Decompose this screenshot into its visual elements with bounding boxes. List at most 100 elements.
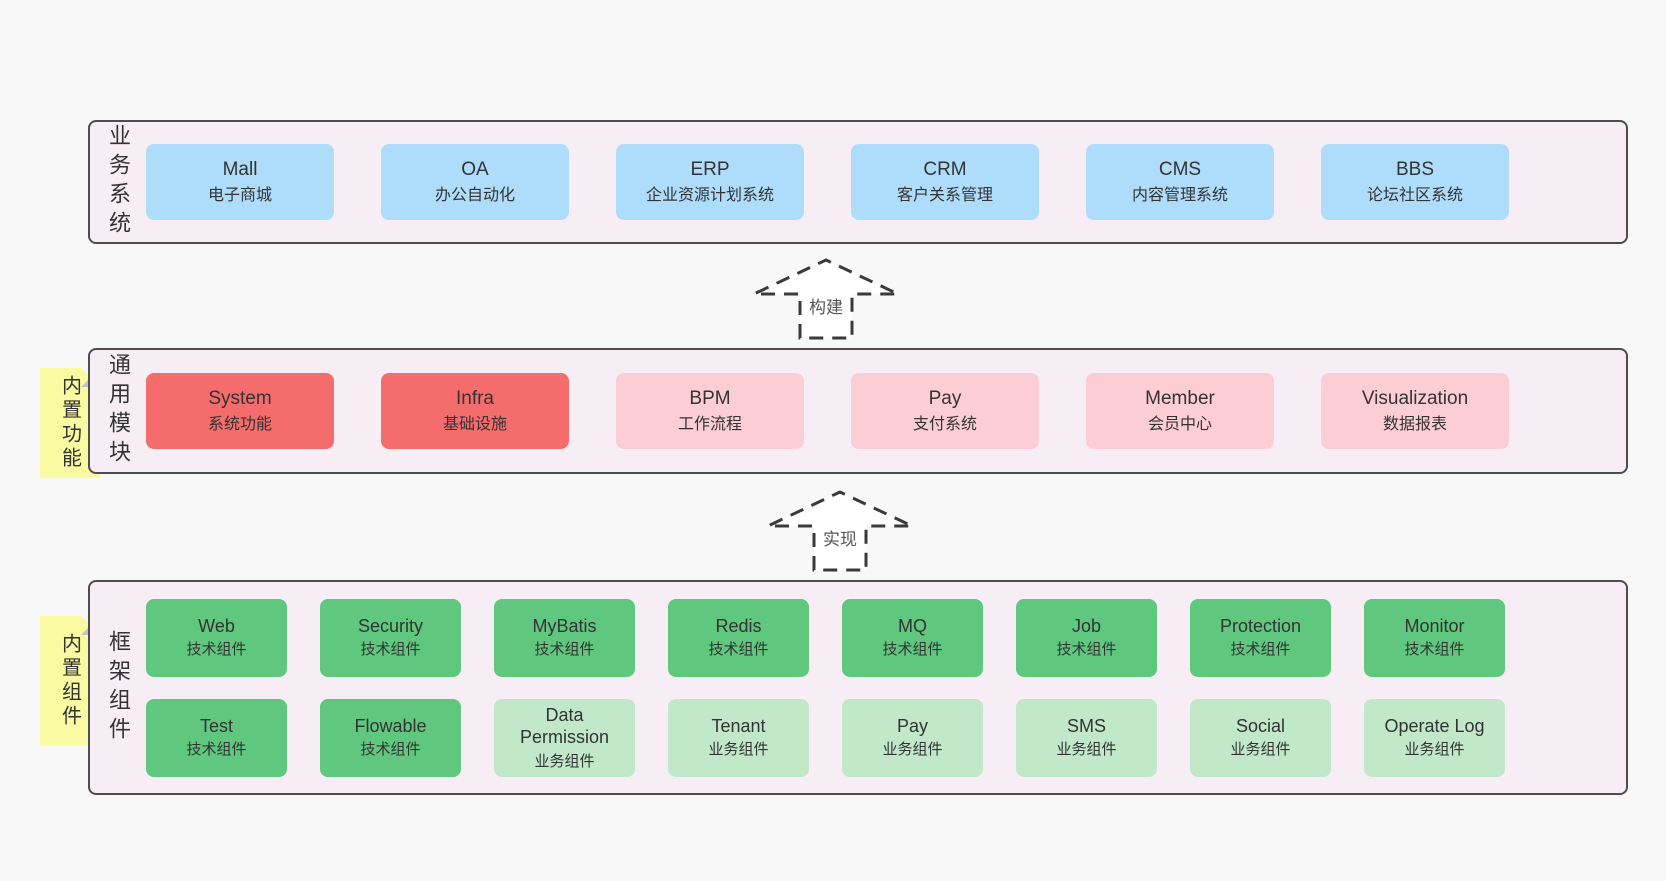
box-title: Protection bbox=[1219, 615, 1302, 636]
sticky-tab-label: 内置功能 bbox=[58, 375, 81, 471]
box-title: Visualization bbox=[1361, 387, 1469, 409]
box-title: Tenant bbox=[711, 715, 766, 736]
box-subtitle: 业务组件 bbox=[882, 741, 943, 759]
box-title: Pay bbox=[928, 387, 962, 409]
box-title: Web bbox=[198, 615, 235, 636]
box-subtitle: 业务组件 bbox=[534, 752, 595, 770]
box-redis: Redis 技术组件 bbox=[668, 598, 809, 677]
panel-business-systems: 业务系统 Mall 电子商城 OA 办公自动化 ERP 企业资源计划系统 CRM 客户关系管理… bbox=[88, 120, 1628, 244]
box-title: Redis bbox=[715, 615, 762, 636]
box-pay: Pay 业务组件 bbox=[842, 698, 983, 777]
box-subtitle: 技术组件 bbox=[708, 641, 769, 659]
box-infra: Infra 基础设施 bbox=[381, 373, 569, 449]
box-subtitle: 内容管理系统 bbox=[1131, 187, 1228, 205]
box-subtitle: 企业资源计划系统 bbox=[645, 187, 774, 205]
panel-title: 业务系统 bbox=[106, 124, 131, 240]
box-title: Operate Log bbox=[1384, 715, 1485, 736]
box-title: Test bbox=[199, 715, 233, 736]
box-title: BBS bbox=[1395, 158, 1435, 180]
box-subtitle: 技术组件 bbox=[534, 641, 595, 659]
box-title: Social bbox=[1235, 715, 1286, 736]
box-subtitle: 业务组件 bbox=[708, 741, 769, 759]
box-title: MQ bbox=[898, 615, 927, 636]
box-title: ERP bbox=[690, 158, 730, 180]
box-title: BPM bbox=[689, 387, 731, 409]
box-mq: MQ 技术组件 bbox=[842, 598, 983, 677]
box-subtitle: 系统功能 bbox=[207, 416, 272, 434]
arrow-label: 实现 bbox=[823, 530, 857, 549]
box-data-permission: Data Permission 业务组件 bbox=[494, 698, 635, 777]
box-subtitle: 数据报表 bbox=[1382, 416, 1447, 434]
box-member: Member 会员中心 bbox=[1086, 373, 1274, 449]
box-subtitle: 技术组件 bbox=[882, 641, 943, 659]
box-title: OA bbox=[461, 158, 489, 180]
box-subtitle: 论坛社区系统 bbox=[1366, 187, 1463, 205]
box-title: CMS bbox=[1158, 158, 1202, 180]
box-operate-log: Operate Log 业务组件 bbox=[1364, 698, 1505, 777]
box-protection: Protection 技术组件 bbox=[1190, 598, 1331, 677]
box-subtitle: 业务组件 bbox=[1230, 741, 1291, 759]
box-subtitle: 电子商城 bbox=[207, 187, 272, 205]
box-erp: ERP 企业资源计划系统 bbox=[616, 144, 804, 220]
box-subtitle: 技术组件 bbox=[186, 641, 247, 659]
box-title: Security bbox=[357, 615, 424, 636]
box-row: Mall 电子商城 OA 办公自动化 ERP 企业资源计划系统 CRM 客户关系管理 CMS 内容… bbox=[146, 144, 1626, 220]
panel-title: 框架组件 bbox=[106, 629, 131, 746]
box-bbs: BBS 论坛社区系统 bbox=[1321, 144, 1509, 220]
box-subtitle: 技术组件 bbox=[360, 741, 421, 759]
box-subtitle: 业务组件 bbox=[1404, 741, 1465, 759]
box-cms: CMS 内容管理系统 bbox=[1086, 144, 1274, 220]
box-title: MyBatis bbox=[532, 615, 597, 636]
box-title: System bbox=[208, 387, 272, 409]
box-subtitle: 技术组件 bbox=[1230, 641, 1291, 659]
box-title: Monitor bbox=[1404, 615, 1465, 636]
box-subtitle: 工作流程 bbox=[677, 416, 742, 434]
arrow-label: 构建 bbox=[809, 298, 843, 317]
box-title: Job bbox=[1071, 615, 1102, 636]
box-crm: CRM 客户关系管理 bbox=[851, 144, 1039, 220]
box-web: Web 技术组件 bbox=[146, 598, 287, 677]
box-visualization: Visualization 数据报表 bbox=[1321, 373, 1509, 449]
panel-title: 通用模块 bbox=[106, 353, 131, 469]
box-system: System 系统功能 bbox=[146, 373, 334, 449]
box-mall: Mall 电子商城 bbox=[146, 144, 334, 220]
box-tenant: Tenant 业务组件 bbox=[668, 698, 809, 777]
sticky-tab-label: 内置组件 bbox=[58, 633, 81, 729]
box-social: Social 业务组件 bbox=[1190, 698, 1331, 777]
box-title: Data Permission bbox=[519, 704, 610, 748]
box-title: SMS bbox=[1066, 715, 1106, 736]
box-title: Flowable bbox=[354, 715, 427, 736]
box-title: CRM bbox=[923, 158, 967, 180]
box-subtitle: 办公自动化 bbox=[434, 187, 515, 205]
box-subtitle: 技术组件 bbox=[360, 641, 421, 659]
box-subtitle: 客户关系管理 bbox=[896, 187, 993, 205]
box-title: Infra bbox=[455, 387, 495, 409]
box-title: Mall bbox=[222, 158, 258, 180]
panel-common-modules: 通用模块 System 系统功能 Infra 基础设施 BPM 工作流程 Pay 支付系统 Me… bbox=[88, 348, 1628, 474]
box-subtitle: 会员中心 bbox=[1147, 416, 1212, 434]
box-pay: Pay 支付系统 bbox=[851, 373, 1039, 449]
box-security: Security 技术组件 bbox=[320, 598, 461, 677]
box-title: Pay bbox=[896, 715, 929, 736]
implement-up-arrow-icon: 实现 bbox=[767, 490, 913, 572]
box-row: System 系统功能 Infra 基础设施 BPM 工作流程 Pay 支付系统 Member 会… bbox=[146, 373, 1626, 449]
box-flowable: Flowable 技术组件 bbox=[320, 698, 461, 777]
box-bpm: BPM 工作流程 bbox=[616, 373, 804, 449]
box-oa: OA 办公自动化 bbox=[381, 144, 569, 220]
panel-boxes: System 系统功能 Infra 基础设施 BPM 工作流程 Pay 支付系统 Member 会… bbox=[146, 350, 1626, 472]
box-subtitle: 技术组件 bbox=[186, 741, 247, 759]
box-subtitle: 支付系统 bbox=[912, 416, 977, 434]
box-monitor: Monitor 技术组件 bbox=[1364, 598, 1505, 677]
box-subtitle: 技术组件 bbox=[1404, 641, 1465, 659]
build-up-arrow-icon: 构建 bbox=[753, 258, 899, 340]
box-title: Member bbox=[1145, 387, 1215, 409]
box-subtitle: 基础设施 bbox=[442, 416, 507, 434]
box-test: Test 技术组件 bbox=[146, 698, 287, 777]
